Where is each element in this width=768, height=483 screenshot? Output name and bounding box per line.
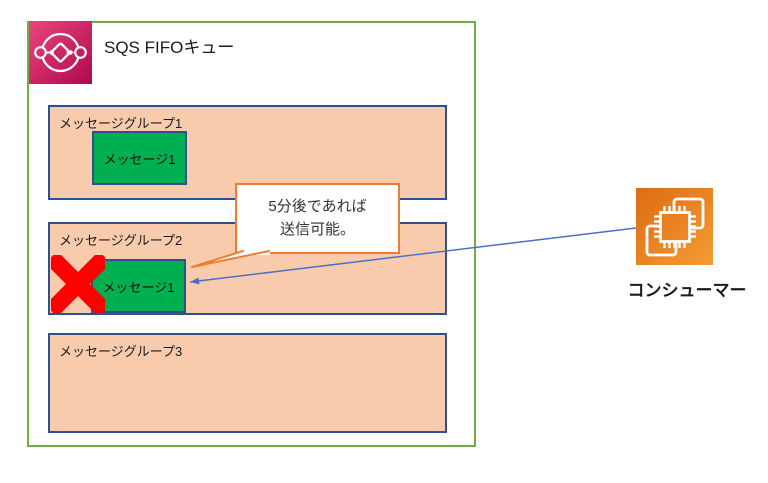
message-label: メッセージ1 [102,279,175,295]
message-group-2-label: メッセージグループ2 [59,233,183,248]
callout-text-line2: 送信可能。 [279,220,355,238]
queue-title: SQS FIFOキュー [104,38,235,57]
message-group-3: メッセージグループ3 [48,333,447,433]
message-box-group2: メッセージ1 [91,259,186,313]
consumer-label: コンシューマー [627,281,747,300]
message-label: メッセージ1 [103,151,176,167]
ec2-instance-icon [636,188,713,265]
message-group-3-label: メッセージグループ3 [59,344,183,359]
callout-text-line1: 5分後であれば [268,198,367,215]
callout-bubble: 5分後であれば 送信可能。 [235,183,400,254]
callout-bubble-tail [191,249,270,268]
red-cross-icon [45,251,111,317]
message-group-1-label: メッセージグループ1 [59,116,183,131]
sqs-queue-icon [29,21,92,84]
message-box-group1: メッセージ1 [92,131,187,185]
